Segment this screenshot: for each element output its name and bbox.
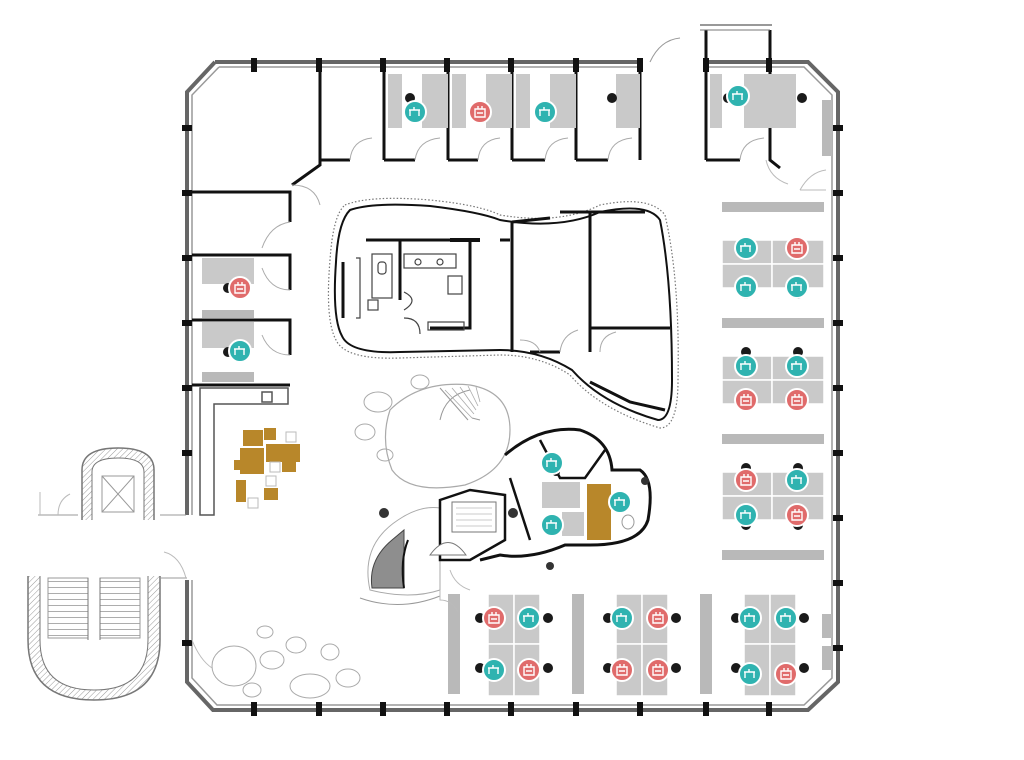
reserved-desk-icon[interactable] [646,658,670,682]
desk-icon [546,458,557,467]
desk-icon [740,243,751,252]
calendar-icon [740,474,752,486]
desk-icon [740,361,751,370]
occupied-desk-icon[interactable] [738,662,762,686]
occupied-desk-icon[interactable] [608,490,632,514]
restroom-fixtures [356,253,465,335]
occupied-desk-icon[interactable] [403,100,427,124]
door-swings [191,159,827,669]
occupied-desk-icon[interactable] [533,100,557,124]
desk-icon [539,107,550,116]
reserved-desk-icon[interactable] [785,236,809,260]
reserved-desk-icon[interactable] [468,100,492,124]
calendar-icon [474,106,486,118]
reserved-desk-icon[interactable] [482,606,506,630]
south-chairs [475,613,809,673]
calendar-icon [740,394,752,406]
desk-icon [234,346,245,355]
calendar-icon [234,282,246,294]
stair-tower-upper [38,447,186,520]
desk-icon [523,613,534,622]
desk-icon [409,107,420,116]
central-atrium [384,383,511,489]
occupied-desk-icon[interactable] [738,606,762,630]
meeting-pod [379,427,652,562]
reserved-desk-icon[interactable] [785,388,809,412]
occupied-desk-icon[interactable] [785,468,809,492]
desk-icon [614,497,625,506]
calendar-icon [523,664,535,676]
calendar-icon [616,664,628,676]
occupied-desk-icon[interactable] [734,354,758,378]
occupied-desk-icon[interactable] [610,606,634,630]
desk-icon [791,361,802,370]
calendar-icon [652,612,664,624]
occupied-desk-icon[interactable] [774,606,798,630]
lounge-chairs [247,431,297,509]
occupied-desk-icon[interactable] [540,513,564,537]
calendar-icon [652,664,664,676]
desk-icon [780,613,791,622]
lounge-furniture [234,428,300,502]
desk-icon [791,475,802,484]
calendar-icon [791,394,803,406]
east-storage-rows [722,202,832,670]
entrance-vestibule [649,24,772,63]
calendar-icon [791,509,803,521]
southwest-lounge [359,488,554,605]
desk-icon [616,613,627,622]
stair-tower-lower [27,551,187,701]
occupied-desk-icon[interactable] [734,275,758,299]
reserved-desk-icon[interactable] [228,276,252,300]
occupied-desk-icon[interactable] [228,339,252,363]
north-offices [318,70,832,170]
reception-counter [199,387,289,516]
reserved-desk-icon[interactable] [646,606,670,630]
desk-icon [732,91,743,100]
occupied-desk-icon[interactable] [482,658,506,682]
atrium-pebbles [211,374,430,699]
desk-icon [791,282,802,291]
desk-status-markers [228,84,809,686]
desk-icon [740,510,751,519]
desk-icon [744,669,755,678]
north-office-desks [388,74,832,156]
desk-icon [740,282,751,291]
desk-icon [744,613,755,622]
occupied-desk-icon[interactable] [734,236,758,260]
reserved-desk-icon[interactable] [734,468,758,492]
calendar-icon [791,242,803,254]
occupied-desk-icon[interactable] [785,354,809,378]
reserved-desk-icon[interactable] [734,388,758,412]
central-core [327,197,679,429]
northwest-rooms [192,70,322,387]
occupied-desk-icon[interactable] [540,451,564,475]
south-storage-rows [448,594,712,694]
desk-icon [488,665,499,674]
reserved-desk-icon[interactable] [517,658,541,682]
occupied-desk-icon[interactable] [785,275,809,299]
calendar-icon [780,668,792,680]
occupied-desk-icon[interactable] [517,606,541,630]
calendar-icon [488,612,500,624]
reserved-desk-icon[interactable] [785,503,809,527]
desk-icon [546,520,557,529]
exterior-walls [185,60,840,712]
occupied-desk-icon[interactable] [734,503,758,527]
reserved-desk-icon[interactable] [774,662,798,686]
exterior-columns [182,58,843,716]
occupied-desk-icon[interactable] [726,84,750,108]
reserved-desk-icon[interactable] [610,658,634,682]
